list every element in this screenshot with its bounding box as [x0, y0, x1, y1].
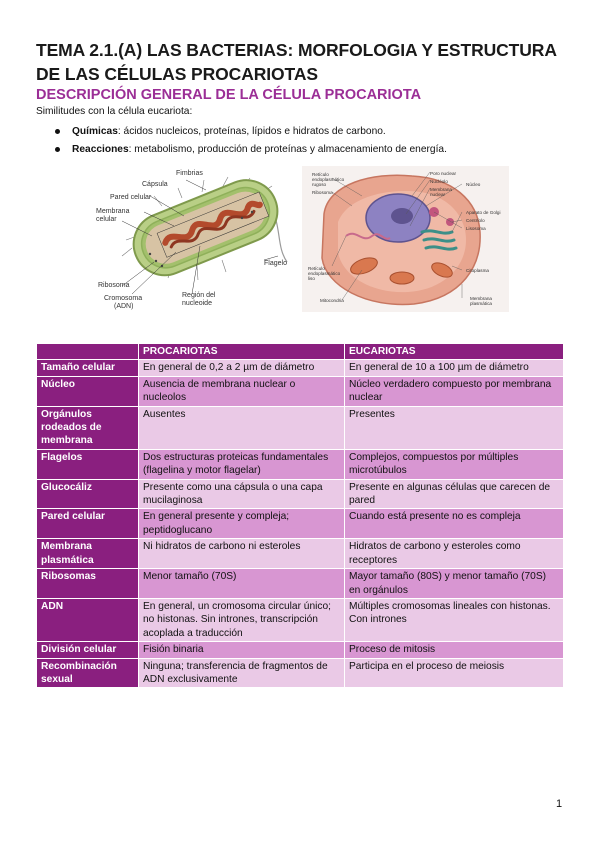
cell-eucariotas: Presente en algunas células que carecen …: [344, 478, 564, 510]
bullet-text: : metabolismo, producción de proteínas y…: [128, 144, 447, 155]
cell-procariotas: En general, un cromosoma circular único;…: [138, 597, 345, 643]
label-golgi: Aparato de Golgi: [466, 210, 501, 215]
cell-eucariotas: Presentes: [344, 405, 564, 450]
label-nucleo: Núcleo: [466, 182, 481, 187]
bullet-term: Reacciones: [72, 144, 129, 155]
label-mitocondria: Mitocondria: [320, 298, 344, 303]
cell-procariotas: Dos estructuras proteicas fundamentales …: [138, 448, 345, 480]
label-membrana-2: celular: [96, 216, 117, 223]
list-item: Reacciones: metabolismo, producción de p…: [36, 142, 447, 160]
cell-procariotas: Ausencia de membrana nuclear o nucleolos: [138, 375, 345, 407]
label-ret-rugoso-1: Retículo: [312, 172, 329, 177]
cell-eucariotas: Núcleo verdadero compuesto por membrana …: [344, 375, 564, 407]
cell-procariotas: Ni hidratos de carbono ni esteroles: [138, 538, 345, 570]
cell-eucariotas: Hidratos de carbono y esteroles como rec…: [344, 538, 564, 570]
row-label: Recombinación sexual: [36, 657, 139, 689]
cell-eucariotas: Participa en el proceso de meiosis: [344, 657, 564, 689]
cell-eucariotas: Múltiples cromosomas lineales con histon…: [344, 597, 564, 643]
row-label: Núcleo: [36, 375, 139, 407]
cell-eucariotas: Mayor tamaño (80S) y menor tamaño (70S) …: [344, 568, 564, 599]
similarities-list: Químicas: ácidos nucleicos, proteínas, l…: [36, 124, 447, 160]
label-cromosoma-1: Cromosoma: [104, 295, 143, 302]
label-ret-liso-3: liso: [308, 276, 315, 281]
page-number: 1: [556, 798, 563, 810]
row-label: ADN: [36, 597, 139, 643]
list-item: Químicas: ácidos nucleicos, proteínas, l…: [36, 124, 447, 142]
cell-procariotas: En general de 0,2 a 2 µm de diámetro: [138, 359, 345, 377]
section-subtitle: DESCRIPCIÓN GENERAL DE LA CÉLULA PROCARI…: [36, 87, 422, 103]
cell-procariotas: Ausentes: [138, 405, 345, 450]
eukaryote-cell-illustration: [302, 166, 509, 312]
bullet-term: Químicas: [72, 126, 118, 137]
label-capsula: Cápsula: [142, 181, 168, 188]
row-label: Ribosomas: [36, 568, 139, 599]
bullet-text: : ácidos nucleicos, proteínas, lípidos e…: [117, 126, 386, 137]
header-cell: PROCARIOTAS: [138, 342, 345, 361]
row-label: Flagelos: [36, 448, 139, 480]
label-poro-nuclear: Poro nuclear: [430, 171, 457, 176]
cell-procariotas: En general presente y compleja; peptidog…: [138, 508, 345, 540]
label-ret-rugoso-2: endoplasmático: [312, 177, 345, 182]
label-membrana-plasmatica-1: Membrana: [470, 296, 492, 301]
page-title: TEMA 2.1.(A) LAS BACTERIAS: MORFOLOGIA Y…: [36, 40, 557, 84]
label-citoplasma: Citoplasma: [466, 268, 489, 273]
bullet-icon: [55, 129, 60, 134]
cell-procariotas: Menor tamaño (70S): [138, 568, 345, 599]
header-cell: EUCARIOTAS: [344, 342, 564, 361]
eukaryote-figure: Retículo endoplasmático rugoso Ribosoma …: [302, 166, 509, 312]
row-label: Tamaño celular: [36, 359, 139, 377]
label-ribosoma: Ribosoma: [98, 282, 130, 289]
bullet-icon: [55, 147, 60, 152]
label-cromosoma-2: (ADN): [114, 303, 134, 310]
row-label: División celular: [36, 641, 139, 659]
label-ret-rugoso-3: rugoso: [312, 182, 327, 187]
label-region-1: Región del: [182, 292, 216, 299]
label-membrana-nuclear-1: Membrana: [430, 187, 452, 192]
label-lisosoma: Lisosoma: [466, 226, 486, 231]
label-centriolo: Centríolo: [466, 218, 485, 223]
cell-eucariotas: En general de 10 a 100 µm de diámetro: [344, 359, 564, 377]
label-membrana-nuclear-2: nuclear: [430, 192, 446, 197]
intro-text: Similitudes con la célula eucariota:: [36, 106, 193, 117]
label-region-2: nucleoide: [182, 300, 212, 307]
label-membrana-plasmatica-2: plasmática: [470, 301, 492, 306]
label-fimbrias: Fimbrias: [176, 170, 203, 177]
header-cell: [36, 342, 139, 361]
prokaryote-figure: Fimbrias Cápsula Pared celular Membrana …: [92, 166, 292, 314]
label-nucleolo: Nucléolo: [430, 179, 448, 184]
label-ribosoma-euk: Ribosoma: [312, 190, 333, 195]
table-header-row: PROCARIOTAS EUCARIOTAS: [36, 342, 564, 361]
cell-procariotas: Ninguna; transferencia de fragmentos de …: [138, 657, 345, 689]
row-label: Orgánulos rodeados de membrana: [36, 405, 139, 450]
row-label: Membrana plasmática: [36, 538, 139, 570]
cell-procariotas: Fisión binaria: [138, 641, 345, 659]
row-label: Glucocáliz: [36, 478, 139, 510]
cell-eucariotas: Proceso de mitosis: [344, 641, 564, 659]
label-membrana-1: Membrana: [96, 208, 130, 215]
cell-procariotas: Presente como una cápsula o una capa muc…: [138, 478, 345, 510]
cell-eucariotas: Complejos, compuestos por múltiples micr…: [344, 448, 564, 480]
row-label: Pared celular: [36, 508, 139, 540]
cell-eucariotas: Cuando está presente no es compleja: [344, 508, 564, 540]
label-ret-liso-2: endoplasmático: [308, 271, 341, 276]
label-flagelo: Flagelo: [264, 260, 287, 267]
label-pared: Pared celular: [110, 194, 152, 201]
prokaryote-cell-illustration: [121, 176, 288, 295]
label-ret-liso-1: Retículo: [308, 266, 325, 271]
